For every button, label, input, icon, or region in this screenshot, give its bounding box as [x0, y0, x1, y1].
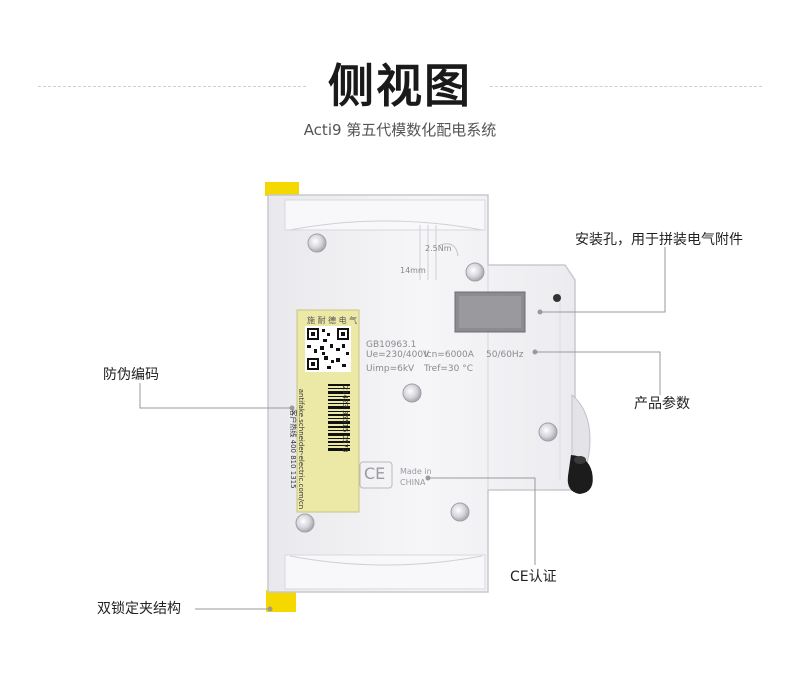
temperature-marking: Tref=30 °C — [424, 364, 474, 374]
voltage-marking: Ue=230/400V — [366, 350, 430, 360]
label-code: 21423 35515 0573 — [341, 385, 349, 453]
page-subtitle: Acti9 第五代模数化配电系统 — [303, 121, 497, 139]
callout-anti-counterfeit: 防伪编码 — [103, 367, 159, 383]
callout-double-lock: 双锁定夹结构 — [97, 601, 181, 617]
callout-ce-cert: CE认证 — [510, 569, 557, 585]
callout-product-params: 产品参数 — [634, 396, 690, 412]
ce-mark-text: CE — [364, 464, 386, 483]
leader-lines — [139, 247, 666, 612]
strip-length-marking: 14mm — [400, 266, 426, 275]
ce-mark — [359, 461, 393, 489]
country-marking: CHINA — [400, 478, 426, 487]
frequency-marking: 50/60Hz — [486, 350, 524, 360]
torque-marking: 2.5Nm — [425, 244, 452, 253]
header-divider-right — [490, 86, 762, 87]
website-text: antifake.schneider-electric.com/cn — [297, 388, 305, 510]
standard-marking: GB10963.1 — [366, 340, 417, 350]
page-title: 侧视图 — [328, 59, 472, 113]
breaking-marking: Icn=6000A — [424, 350, 474, 360]
callout-mounting-hole: 安装孔，用于拼装电气附件 — [575, 232, 743, 248]
screws — [295, 233, 558, 533]
impulse-marking: Uimp=6kV — [366, 364, 415, 374]
made-in-marking: Made in — [400, 467, 432, 476]
qr-header: 施 耐 德 电 气 — [307, 316, 358, 325]
anti-counterfeit-label — [296, 309, 360, 513]
header-divider-left — [38, 86, 306, 87]
